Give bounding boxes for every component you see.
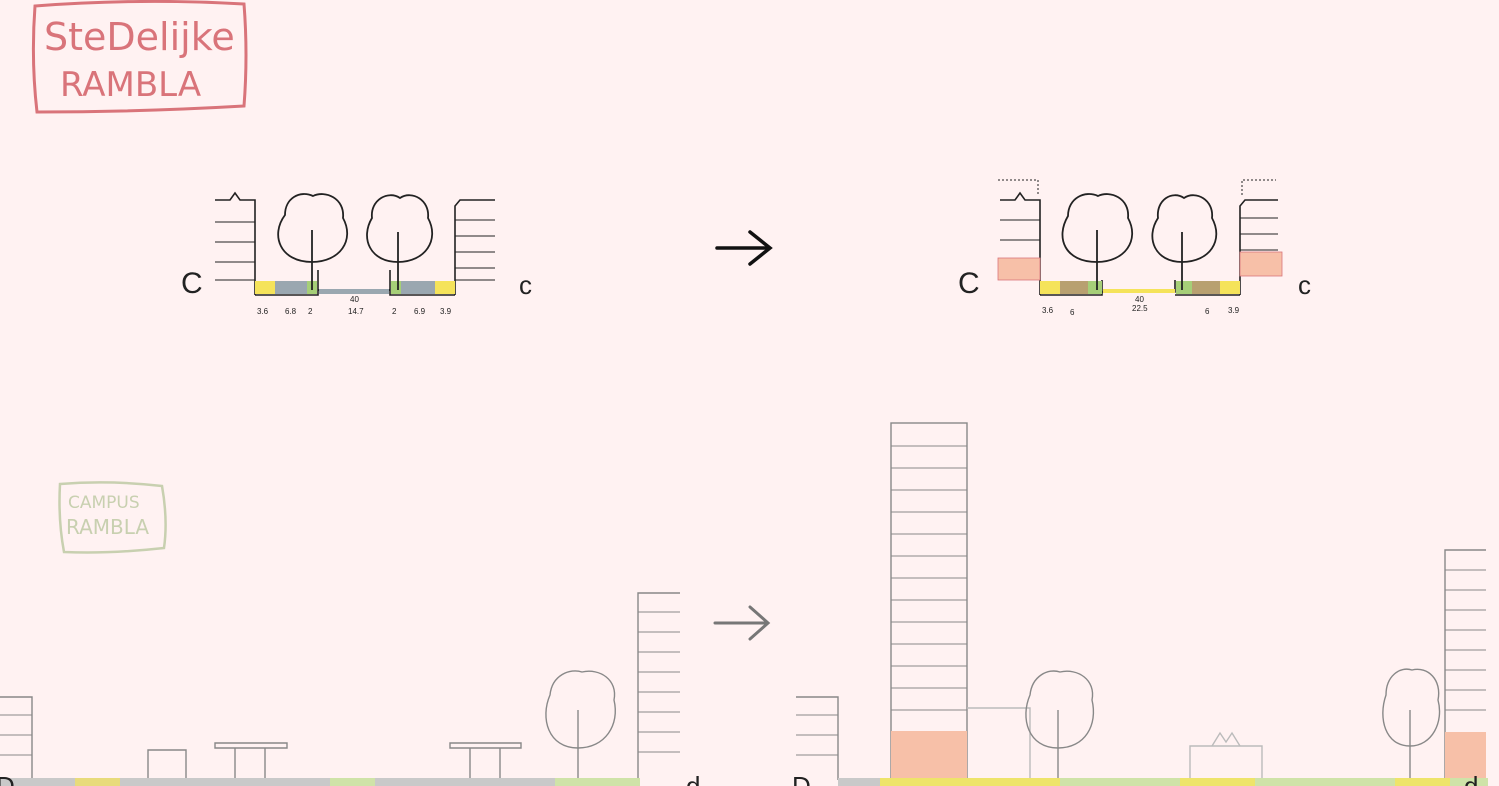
tower-floor-lines: [891, 445, 1486, 711]
section-d-label-left: D: [0, 771, 15, 786]
section-d-before-ground: [0, 778, 640, 786]
section-c-before-fills: [255, 281, 455, 294]
tree-icon: [1061, 193, 1218, 290]
section-d-after: [796, 422, 1486, 780]
svg-text:3.9: 3.9: [440, 307, 452, 316]
campus-title-line-1: CAMPUS: [68, 493, 140, 513]
section-label-left: C: [181, 267, 203, 300]
width-labels-before: 3.6 6.8 2 14.7 2 6.9 3.9: [257, 307, 452, 316]
arrow-right-icon: [713, 605, 771, 641]
section-d-label-right: d: [686, 771, 700, 786]
svg-text:22.5: 22.5: [1132, 304, 1148, 313]
svg-text:2: 2: [392, 307, 397, 316]
section-label-right-after: c: [1298, 270, 1311, 300]
campus-title-line-2: RAMBLA: [66, 515, 149, 539]
svg-text:3.9: 3.9: [1228, 306, 1240, 315]
title-stedelijke-rambla: SteDelijke RAMBLA: [31, 0, 248, 114]
tree-icon: [277, 193, 434, 290]
section-c-after-fills: [997, 251, 1283, 294]
svg-text:6.9: 6.9: [414, 307, 426, 316]
section-label-left-after: C: [958, 267, 980, 300]
arrow-right-icon: [715, 230, 773, 266]
section-c-before: [215, 191, 495, 296]
total-width-label: 40: [350, 295, 359, 304]
svg-text:3.6: 3.6: [1042, 306, 1054, 315]
svg-text:2: 2: [308, 307, 313, 316]
title-line-2: RAMBLA: [60, 65, 201, 105]
svg-text:6: 6: [1070, 308, 1075, 317]
width-labels-after: 3.6 6 22.5 6 3.9: [1042, 304, 1240, 317]
section-d-after-fills: [838, 731, 1488, 786]
total-width-label-after: 40: [1135, 295, 1144, 304]
section-d-label-right-after: d: [1464, 771, 1478, 786]
section-label-right: c: [519, 270, 532, 300]
svg-text:6.8: 6.8: [285, 307, 297, 316]
title-line-1: SteDelijke: [44, 15, 235, 59]
svg-text:3.6: 3.6: [257, 307, 269, 316]
svg-text:14.7: 14.7: [348, 307, 364, 316]
svg-text:6: 6: [1205, 307, 1210, 316]
title-campus-rambla: CAMPUS RAMBLA: [58, 481, 167, 554]
section-d-before: [0, 592, 680, 780]
section-d-label-left-after: D: [792, 771, 811, 786]
